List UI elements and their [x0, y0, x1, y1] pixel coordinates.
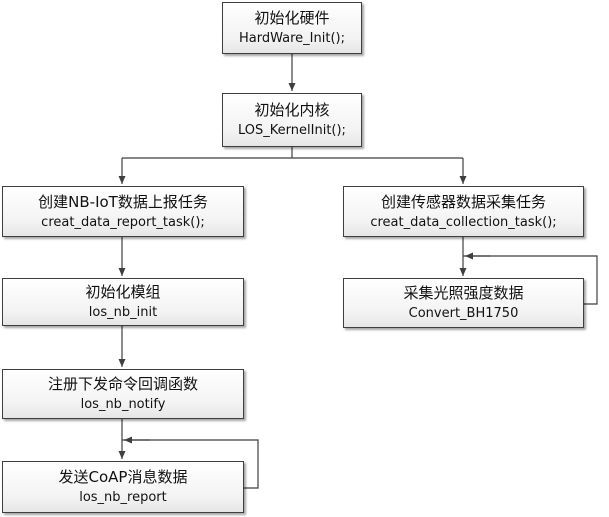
- node-title: 初始化内核: [254, 101, 330, 119]
- node-title: 初始化硬件: [254, 9, 330, 27]
- node-code: LOS_KernelInit();: [238, 123, 346, 138]
- node-title: 注册下发命令回调函数: [47, 375, 198, 393]
- node-code: los_nb_notify: [80, 397, 166, 412]
- node-collect-light: 采集光照强度数据 Convert_BH1750: [343, 278, 584, 328]
- node-code: Convert_BH1750: [408, 306, 519, 321]
- node-register-callback: 注册下发命令回调函数 los_nb_notify: [2, 369, 244, 419]
- node-title: 创建NB-IoT数据上报任务: [38, 192, 208, 211]
- node-send-coap: 发送CoAP消息数据 los_nb_report: [2, 461, 244, 513]
- node-init-module: 初始化模组 los_nb_init: [2, 278, 244, 326]
- node-create-collection-task: 创建传感器数据采集任务 creat_data_collection_task()…: [343, 186, 584, 237]
- node-code: HardWare_Init();: [239, 31, 345, 46]
- loop-collect-light: [463, 255, 598, 305]
- node-code: los_nb_report: [79, 490, 167, 505]
- node-hardware-init: 初始化硬件 HardWare_Init();: [222, 2, 362, 54]
- node-title: 创建传感器数据采集任务: [380, 192, 546, 211]
- node-title: 采集光照强度数据: [403, 284, 524, 302]
- node-title: 初始化模组: [85, 283, 161, 301]
- loop-send-coap: [122, 439, 259, 489]
- node-code: creat_data_collection_task();: [370, 214, 557, 230]
- node-code: los_nb_init: [88, 305, 158, 320]
- node-title: 发送CoAP消息数据: [58, 468, 188, 486]
- node-create-report-task: 创建NB-IoT数据上报任务 creat_data_report_task();: [2, 186, 244, 237]
- node-code: creat_data_report_task();: [41, 214, 205, 230]
- node-kernel-init: 初始化内核 LOS_KernelInit();: [222, 93, 362, 147]
